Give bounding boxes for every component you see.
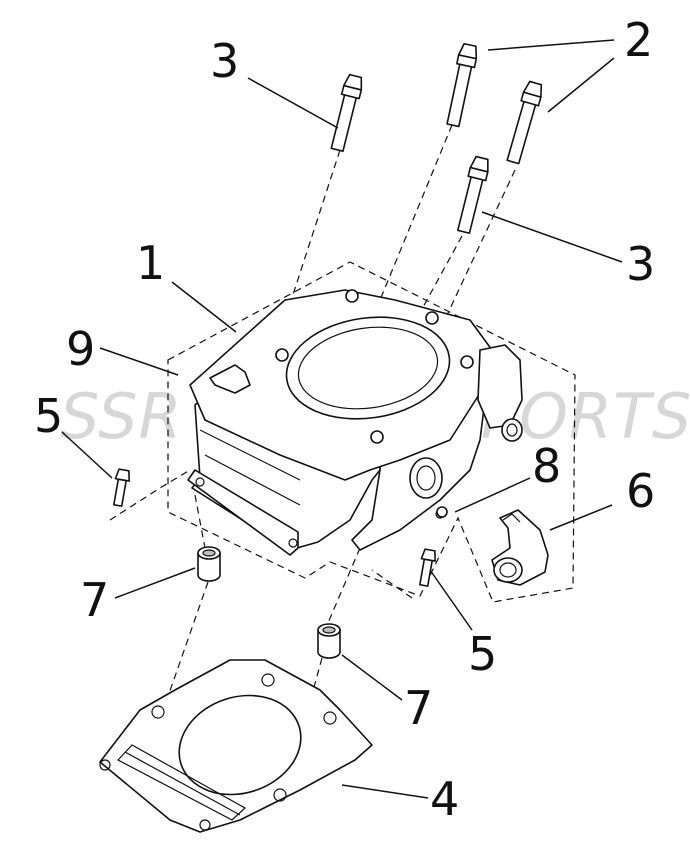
callout-3-right: 3 bbox=[626, 237, 655, 291]
elbow-fitting bbox=[491, 509, 549, 586]
o-ring bbox=[436, 506, 448, 518]
dowel-pin-left bbox=[197, 546, 221, 582]
long-bolt-top-right bbox=[506, 80, 543, 165]
cylinder-block bbox=[187, 289, 523, 556]
leader-lines bbox=[61, 39, 623, 799]
callout-6: 6 bbox=[626, 464, 655, 518]
callout-7-left: 7 bbox=[80, 573, 109, 627]
callout-7-bottom: 7 bbox=[404, 681, 433, 735]
dowel-pin-right bbox=[317, 623, 341, 659]
callout-2: 2 bbox=[624, 13, 653, 67]
small-bolt-right bbox=[419, 548, 436, 587]
callout-4: 4 bbox=[430, 772, 459, 826]
long-bolt-mid-right bbox=[456, 155, 489, 234]
callout-9: 9 bbox=[66, 322, 95, 376]
cylinder-base-gasket bbox=[99, 659, 373, 833]
callout-5-left: 5 bbox=[34, 389, 63, 443]
callout-8: 8 bbox=[532, 439, 561, 493]
long-bolt-top-center bbox=[446, 42, 478, 128]
long-bolt-left bbox=[330, 73, 363, 153]
callout-5-bottom: 5 bbox=[468, 627, 497, 681]
callout-labels: 1 2 3 3 4 5 5 6 7 7 8 9 bbox=[34, 13, 655, 826]
small-bolt-left bbox=[113, 468, 130, 507]
callout-3-top: 3 bbox=[210, 34, 239, 88]
callout-1: 1 bbox=[136, 236, 165, 290]
